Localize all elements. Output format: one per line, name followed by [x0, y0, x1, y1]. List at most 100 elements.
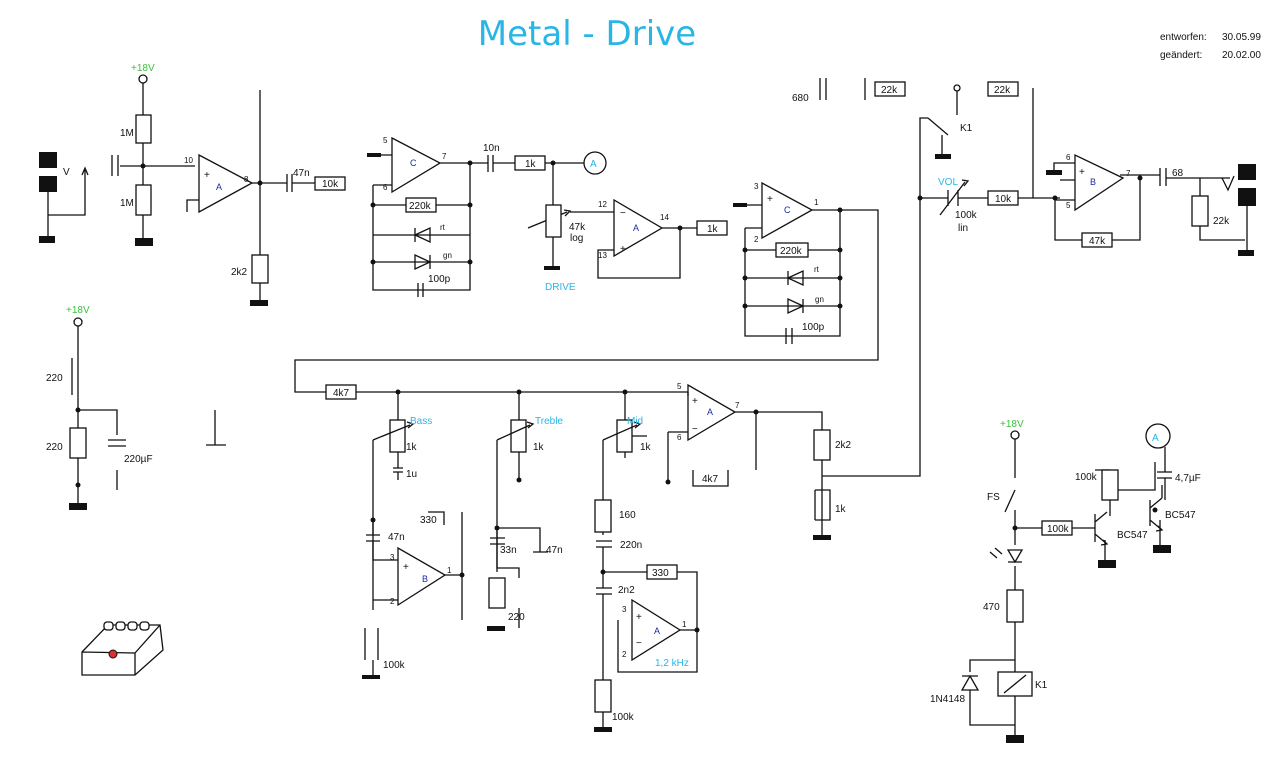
junction-dot	[516, 477, 522, 483]
opamp-a2	[613, 198, 664, 258]
bass-c-label: 1u	[406, 469, 417, 480]
resistor-out	[813, 429, 831, 461]
ground-symbol	[1238, 250, 1254, 256]
pin-label: 2	[390, 597, 395, 606]
resistor-in	[987, 190, 1019, 206]
ground-symbol	[813, 535, 831, 540]
pin-label: 3	[390, 553, 395, 562]
opamp-a4	[631, 598, 682, 662]
bass-name: Bass	[410, 416, 432, 427]
jack-wires	[47, 166, 89, 238]
vol-pot	[939, 179, 970, 216]
mid-freq-label: 1,2 kHz	[655, 658, 689, 669]
diode-label: 1N4148	[930, 694, 965, 705]
ground-symbol	[544, 266, 560, 270]
ground-symbol	[1046, 170, 1062, 175]
junction-dot	[694, 627, 700, 633]
opamp-a3	[687, 383, 737, 442]
pin-label: 6	[1066, 153, 1071, 162]
pedal-knob	[115, 621, 126, 631]
supply-terminal	[1010, 430, 1020, 440]
meter-label: A	[1152, 433, 1159, 444]
r-gnd	[815, 489, 831, 521]
c-out-label: 68	[1172, 168, 1184, 179]
filter-wires	[71, 326, 118, 505]
pin-label: 6	[677, 433, 682, 442]
switch-label: FS	[987, 492, 1000, 503]
c-fb-label: 100p	[802, 322, 825, 333]
input-jack-band	[39, 168, 57, 176]
pin-label: 1	[814, 198, 819, 207]
drive-pot-name: DRIVE	[545, 282, 576, 293]
bass-cap-label: 47n	[388, 532, 405, 543]
diode-red	[413, 226, 431, 244]
ground-link	[1053, 162, 1075, 170]
treble-name: Treble	[535, 416, 563, 427]
junction-dot	[257, 180, 263, 186]
relay-coil-mark	[1003, 674, 1027, 694]
led-resistor	[1006, 589, 1024, 623]
q1-label: BC547	[1117, 530, 1148, 541]
opamp-plus: +	[204, 170, 210, 181]
r-out-label: 1k	[707, 224, 719, 235]
c-label: 220µF	[124, 454, 153, 465]
diode-green	[414, 253, 432, 271]
bass-pot-value: 1k	[406, 442, 418, 453]
relay-label: K1	[960, 123, 973, 134]
r-in-label: 10k	[995, 194, 1012, 205]
r-base-label: 100k	[1047, 524, 1070, 535]
junction-dot	[459, 572, 465, 578]
transistor-q2	[1149, 485, 1164, 532]
meter-cap	[1157, 447, 1172, 485]
mid-pot-value: 1k	[640, 442, 652, 453]
coupling-cap	[286, 174, 315, 192]
bass-r-gnd-label: 100k	[383, 660, 406, 671]
pot-label: 47k	[569, 222, 586, 233]
opamp-plus: +	[1079, 167, 1085, 178]
mid-c-label: 220n	[620, 540, 642, 551]
junction-dot	[494, 525, 500, 531]
treble-pot-arrow	[496, 421, 535, 572]
junction-dot	[467, 160, 473, 166]
ground-symbol	[69, 503, 87, 510]
cap-feedback	[785, 328, 793, 344]
clip-wires	[294, 204, 879, 393]
r-led-label: 470	[983, 602, 1000, 613]
output-stage: 680 22k 22k K1 VOL 100k lin 10k B + 6 5 …	[792, 78, 1256, 256]
meter-symbol	[1145, 423, 1171, 449]
resistor-top	[135, 114, 152, 144]
junction-dot	[140, 163, 146, 169]
resistor-feedback	[1081, 232, 1113, 248]
resistor-in	[514, 155, 546, 171]
r2-label: 220	[46, 442, 63, 453]
pin-label: 8	[244, 175, 249, 184]
opamp-letter: A	[654, 626, 660, 636]
pin-label: 10	[184, 156, 193, 165]
mid-gnd-resistor	[594, 679, 612, 713]
mid-resistor	[594, 499, 612, 533]
mid-name: Mid	[627, 416, 643, 427]
r-out-label: 10k	[322, 179, 339, 190]
pin-label: 7	[442, 152, 447, 161]
changed-label: geändert:	[1160, 50, 1202, 61]
r-coll-label: 100k	[1075, 472, 1098, 483]
c-out-label: 4,7µF	[1175, 473, 1201, 484]
pedal-knob	[127, 621, 138, 631]
mid-r-label: 160	[619, 510, 636, 521]
resistor-filter	[69, 427, 87, 459]
output-cap	[1159, 168, 1245, 241]
drive-wires	[370, 154, 488, 291]
r-out-label: 2k2	[835, 440, 852, 451]
relay-contact	[953, 84, 961, 92]
pin-label: 5	[1066, 201, 1071, 210]
r-sum-box	[692, 470, 729, 487]
designed-label: entworfen:	[1160, 32, 1207, 43]
r-in-label: 1k	[525, 159, 537, 170]
pot-taper: log	[570, 233, 583, 244]
opamp-letter: B	[422, 574, 428, 584]
junction-dot	[837, 247, 843, 253]
vol-name: VOL	[938, 177, 958, 188]
opamp-letter: C	[784, 205, 791, 215]
junction-dot	[370, 259, 376, 265]
junction-dot	[1137, 175, 1143, 181]
